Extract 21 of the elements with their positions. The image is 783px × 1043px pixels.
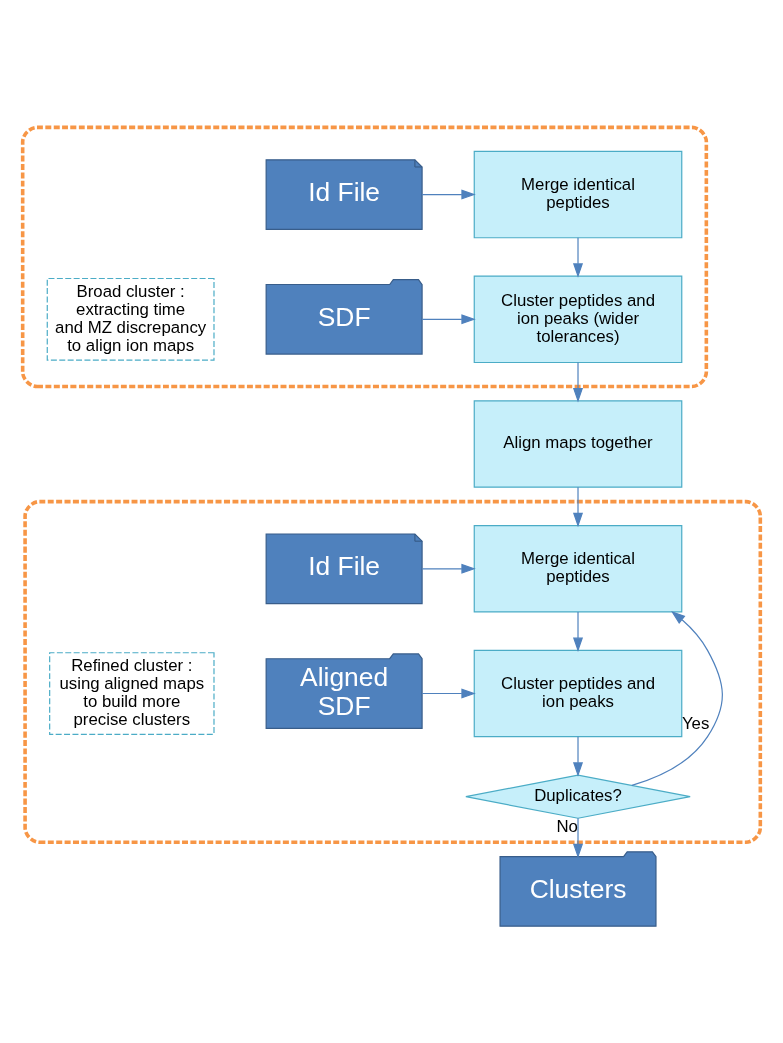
node-box: Merge identical peptides bbox=[473, 150, 683, 238]
node-box: Cluster peptides and ion peaks (wider tolerances) bbox=[473, 275, 683, 363]
arrow bbox=[421, 313, 476, 324]
arrow bbox=[572, 735, 584, 777]
arrow bbox=[572, 486, 584, 527]
edge-label: No bbox=[556, 816, 578, 836]
arrow bbox=[572, 817, 584, 858]
arrow bbox=[421, 189, 476, 200]
node-diamond: Duplicates? bbox=[465, 773, 691, 819]
arrow bbox=[421, 687, 476, 699]
edge-label: Yes bbox=[681, 713, 710, 733]
arrow bbox=[631, 610, 723, 786]
node-box: Cluster peptides and ion peaks bbox=[473, 649, 683, 737]
node-box: Merge identical peptides bbox=[473, 524, 683, 613]
node-box: Align maps together bbox=[473, 399, 683, 488]
arrow bbox=[572, 236, 584, 278]
arrow bbox=[572, 361, 584, 402]
arrow bbox=[572, 611, 584, 652]
node-box: Broad cluster : extracting time and MZ discrepancy to align ion maps bbox=[46, 277, 215, 361]
node-box: Refined cluster : using aligned maps to build more precise clusters bbox=[49, 651, 215, 735]
arrow bbox=[421, 563, 476, 574]
